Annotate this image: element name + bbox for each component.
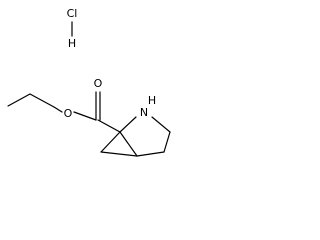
- pyrrolidine-ring: [119, 116, 171, 157]
- ester-oxygen-label: O: [64, 107, 73, 120]
- c3-c4-bond: [163, 131, 171, 153]
- chlorine-label: Cl: [67, 7, 78, 20]
- o-carbonyl-bond: [73, 111, 97, 121]
- c1-n-bond: [119, 116, 137, 133]
- carbonyl-oxygen-label: O: [94, 77, 103, 90]
- ethyl-o-bond: [53, 106, 63, 113]
- c4-c5-bond: [136, 151, 165, 157]
- ethyl-group: [7, 93, 55, 108]
- hydrogen-label: H: [68, 37, 76, 50]
- ethyl-ch2-bond: [29, 93, 55, 108]
- ethyl-ch3-bond: [7, 93, 31, 107]
- carbonyl-c1-bond: [97, 119, 121, 133]
- hydrochloride-salt: Cl H: [67, 7, 78, 50]
- molecule-diagram: Cl H O O N H: [7, 7, 171, 157]
- nitrogen-hydrogen-label: H: [148, 94, 156, 107]
- carbonyl-group: O: [94, 77, 103, 121]
- c6-c5-bond: [100, 151, 138, 157]
- c5-c1-bond: [119, 131, 138, 157]
- n-c3-bond: [151, 116, 171, 133]
- c1-c6-bond: [100, 131, 121, 153]
- cyclopropane-ring: [100, 131, 138, 157]
- nitrogen-label: N: [140, 106, 148, 119]
